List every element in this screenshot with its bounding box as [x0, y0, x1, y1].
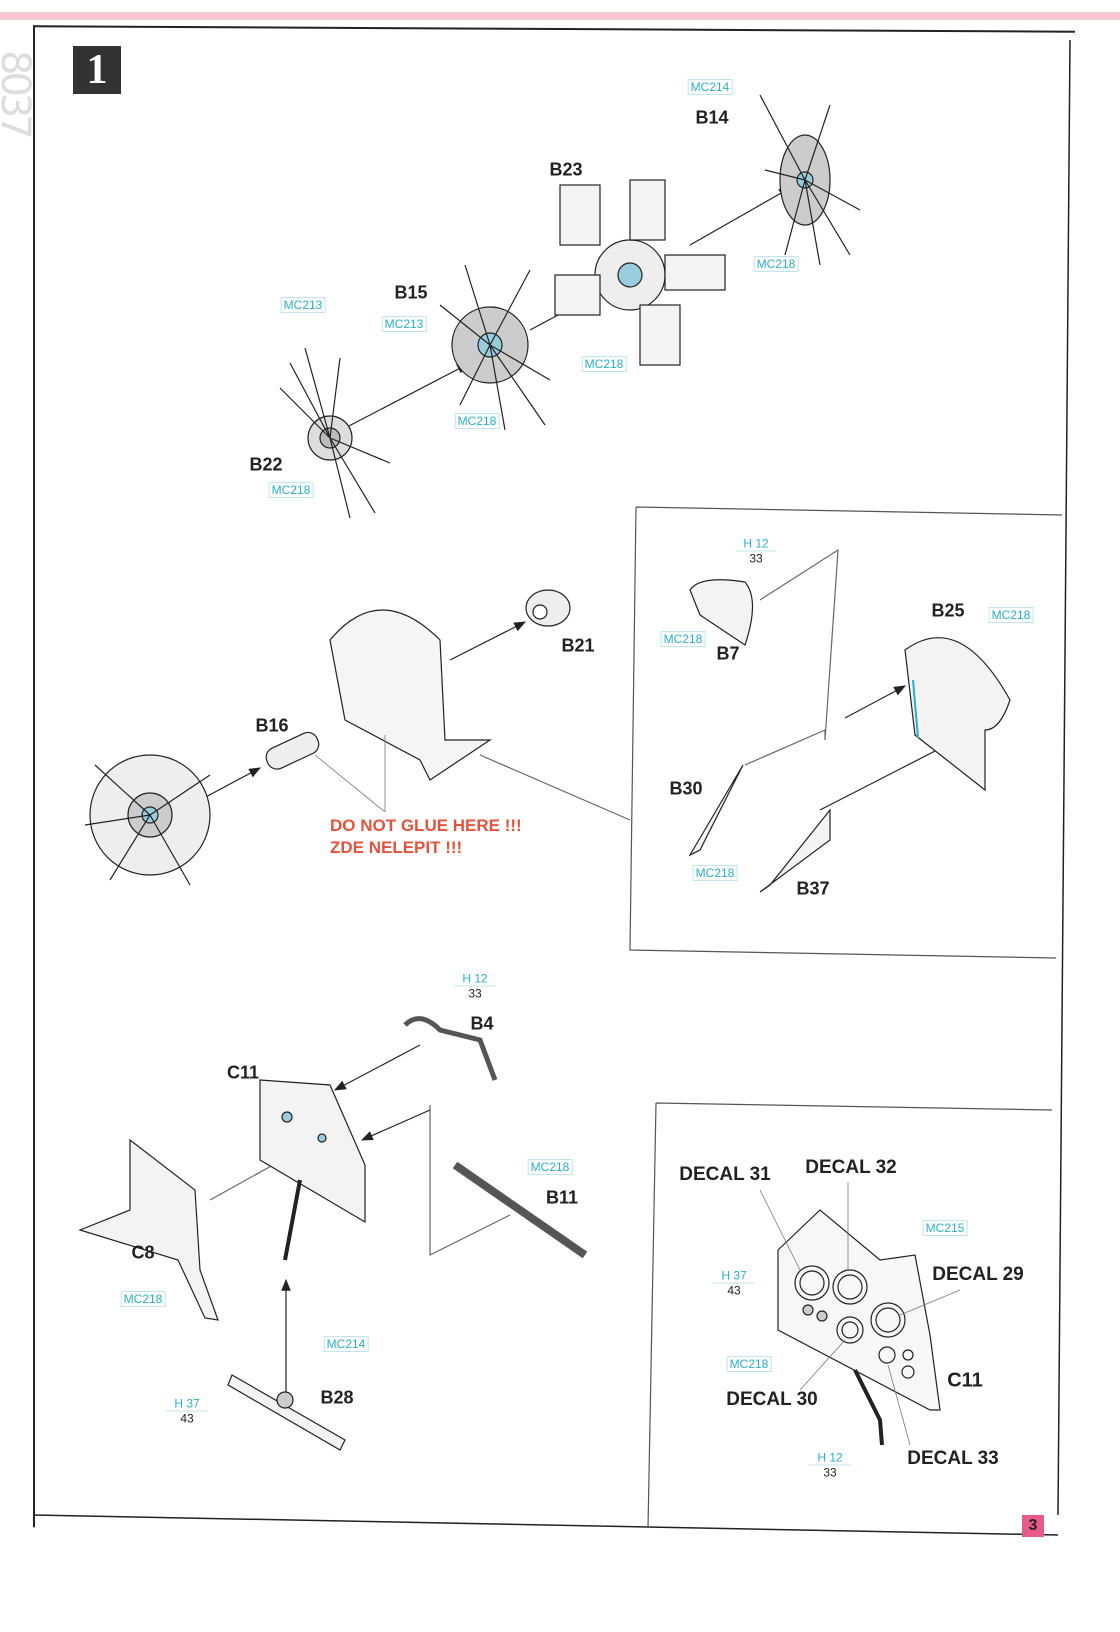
paint-code: MC218 [726, 1356, 772, 1372]
paint-pair-bottom: 43 [727, 1283, 741, 1298]
part-label-b7: B7 [716, 643, 740, 664]
page-top-bar [0, 12, 1120, 20]
part-label-b30: B30 [669, 778, 703, 799]
page-number: 3 [1022, 1515, 1044, 1537]
paint-code: MC218 [988, 607, 1034, 623]
decal-label-33: DECAL 33 [907, 1448, 999, 1469]
decal-label-30: DECAL 30 [726, 1389, 818, 1410]
paint-code: MC215 [922, 1220, 968, 1236]
part-label-b37: B37 [796, 878, 830, 899]
part-label-c11-panel: C11 [947, 1369, 983, 1392]
part-label-b14: B14 [695, 107, 729, 128]
paint-code: MC218 [454, 413, 500, 429]
part-label-b15: B15 [394, 282, 428, 303]
paint-pair-bottom: 33 [823, 1465, 837, 1480]
part-label-b4: B4 [470, 1013, 494, 1034]
paint-pair-top: H 37 [166, 1397, 208, 1412]
part-label-b22: B22 [249, 454, 283, 475]
part-label-c8: C8 [131, 1242, 155, 1263]
paint-pair-top: H 12 [454, 972, 496, 987]
part-label-b21: B21 [561, 635, 595, 656]
paint-code: MC218 [581, 356, 627, 372]
paint-code: MC214 [323, 1336, 369, 1352]
decal-label-32: DECAL 32 [805, 1157, 897, 1178]
paint-code: MC214 [687, 79, 733, 95]
part-label-b23: B23 [549, 159, 583, 180]
decal-label-31: DECAL 31 [679, 1164, 771, 1185]
paint-pair-bottom: 33 [468, 986, 482, 1001]
paint-code: MC218 [660, 631, 706, 647]
part-label-b28: B28 [320, 1387, 354, 1408]
paint-pair-bottom: 43 [180, 1411, 194, 1426]
paint-code: MC218 [268, 482, 314, 498]
paint-code: MC213 [280, 297, 326, 313]
warning-text-cz: ZDE NELEPIT !!! [330, 838, 463, 857]
paint-code: MC218 [692, 865, 738, 881]
paint-pair-top: H 12 [809, 1451, 851, 1466]
step-number: 1 [73, 46, 121, 94]
paint-pair-top: H 12 [735, 537, 777, 552]
decal-label-29: DECAL 29 [932, 1264, 1024, 1285]
side-kit-number: 8037 [0, 50, 38, 136]
warning-text-en: DO NOT GLUE HERE !!! [330, 816, 522, 835]
part-label-b11: B11 [545, 1187, 579, 1208]
paint-pair-top: H 37 [713, 1269, 755, 1284]
part-label-b25: B25 [931, 600, 965, 621]
part-label-c11: C11 [226, 1062, 260, 1083]
paint-code: MC218 [527, 1159, 573, 1175]
part-label-b16: B16 [255, 715, 289, 736]
paint-code: MC218 [753, 256, 799, 272]
paint-code: MC213 [381, 316, 427, 332]
paint-pair-bottom: 33 [749, 551, 763, 566]
paint-code: MC218 [120, 1291, 166, 1307]
